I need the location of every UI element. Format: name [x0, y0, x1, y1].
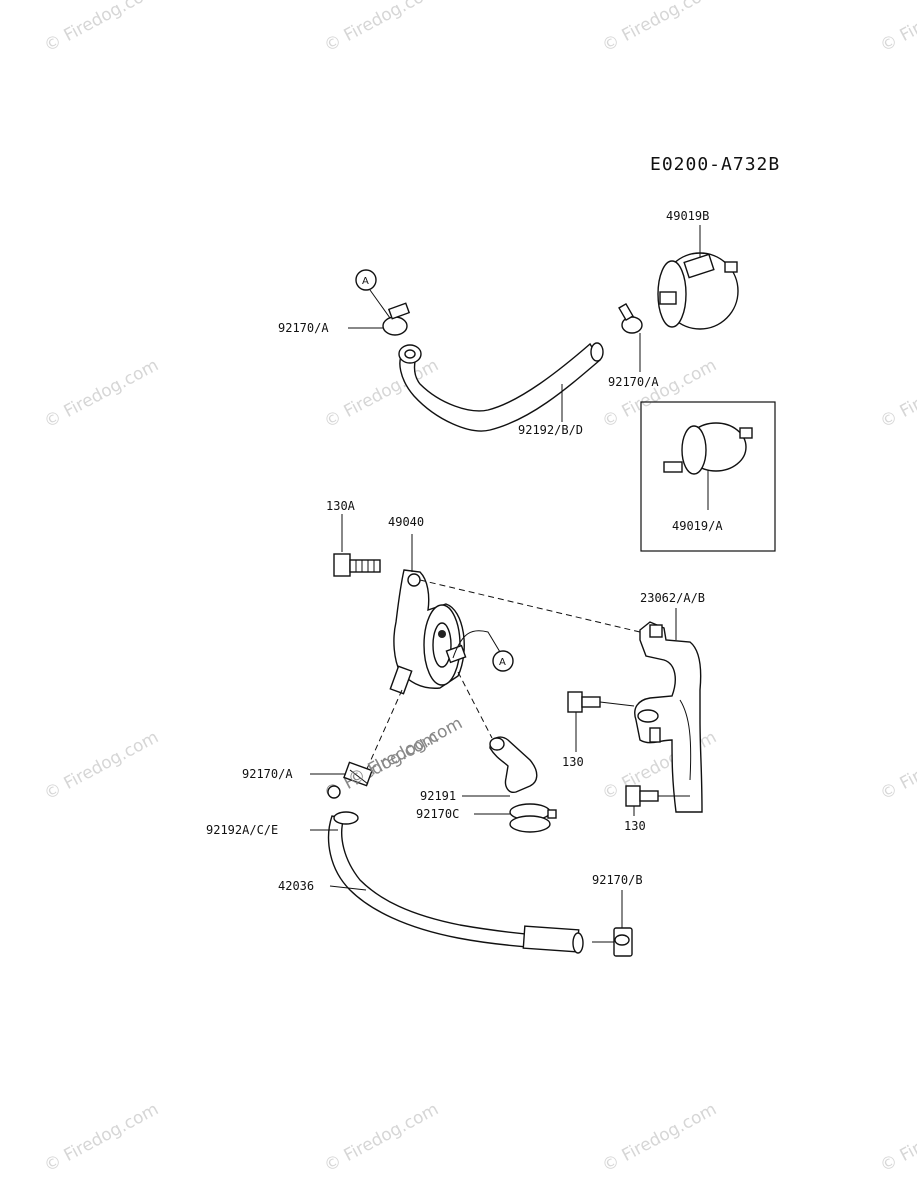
label-49019b: 49019B: [666, 209, 709, 223]
dashed-line-pump-elbow: [457, 671, 493, 739]
dashed-line-pump-bracket: [419, 579, 641, 633]
watermark: © Firedog.com: [41, 1099, 162, 1176]
watermarks: © Firedog.com © Firedog.com © Firedog.co…: [41, 0, 917, 1176]
bolt-130-lower[interactable]: [625, 785, 659, 807]
label-92170a-left: 92170/A: [278, 321, 329, 335]
label-92170a-bottom: 92170/A: [242, 767, 293, 781]
label-49019a: 49019/A: [672, 519, 723, 533]
label-42036: 42036: [278, 879, 314, 893]
watermark: © Firedog.com: [877, 1099, 917, 1176]
watermark: © Firedog.com: [599, 355, 720, 432]
clamp-92170a-left[interactable]: [382, 302, 411, 336]
bolt-130a[interactable]: [333, 553, 381, 577]
label-92191: 92191: [420, 789, 456, 803]
watermark: © Firedog.com: [877, 355, 917, 432]
label-23062ab: 23062/A/B: [640, 591, 705, 605]
label-92170c: 92170C: [416, 807, 459, 821]
label-130-lower: 130: [624, 819, 646, 833]
watermark: © Firedog.com: [345, 713, 466, 790]
hose-92192bd[interactable]: [398, 342, 604, 432]
svg-text:A: A: [362, 276, 369, 287]
bolt-130-upper[interactable]: [567, 691, 601, 713]
label-49040: 49040: [388, 515, 424, 529]
watermark: © Firedog.com: [877, 727, 917, 804]
fuel-filter-49019b[interactable]: [657, 252, 739, 330]
elbow-hose-92191[interactable]: [489, 736, 538, 793]
label-130-upper: 130: [562, 755, 584, 769]
label-130a: 130A: [326, 499, 356, 513]
svg-text:A: A: [499, 657, 506, 668]
fuel-pump-49040[interactable]: [389, 569, 467, 695]
watermark: © Firedog.com: [877, 0, 917, 56]
ref-marker-a-middle: A: [492, 650, 514, 672]
dashed-line-pump-hose: [361, 689, 403, 781]
fuel-filter-49019a[interactable]: [663, 422, 753, 475]
clamp-92170c[interactable]: [509, 803, 557, 833]
watermark: © Firedog.com: [41, 727, 162, 804]
label-92192ace: 92192A/C/E: [206, 823, 278, 837]
clamp-92170b[interactable]: [613, 927, 633, 957]
clamp-92170a-right[interactable]: [618, 302, 643, 334]
hose-42036[interactable]: [327, 811, 584, 954]
watermark: © Firedog.com: [41, 0, 162, 56]
ref-marker-a-top: A: [355, 269, 391, 319]
label-92192bd: 92192/B/D: [518, 423, 583, 437]
watermark: © Firedog.com: [599, 1099, 720, 1176]
bracket-23062ab[interactable]: [634, 621, 703, 813]
diagram-code: E0200-A732B: [650, 154, 780, 175]
watermark: © Firedog.com: [321, 1099, 442, 1176]
watermark: © Firedog.com: [321, 0, 442, 56]
watermark: © Firedog.com: [599, 0, 720, 56]
clamp-92170a-bottom[interactable]: [327, 761, 373, 799]
label-92170b: 92170/B: [592, 873, 643, 887]
label-92170a-right: 92170/A: [608, 375, 659, 389]
inset-box-49019a: [640, 401, 776, 552]
watermark: © Firedog.com: [41, 355, 162, 432]
